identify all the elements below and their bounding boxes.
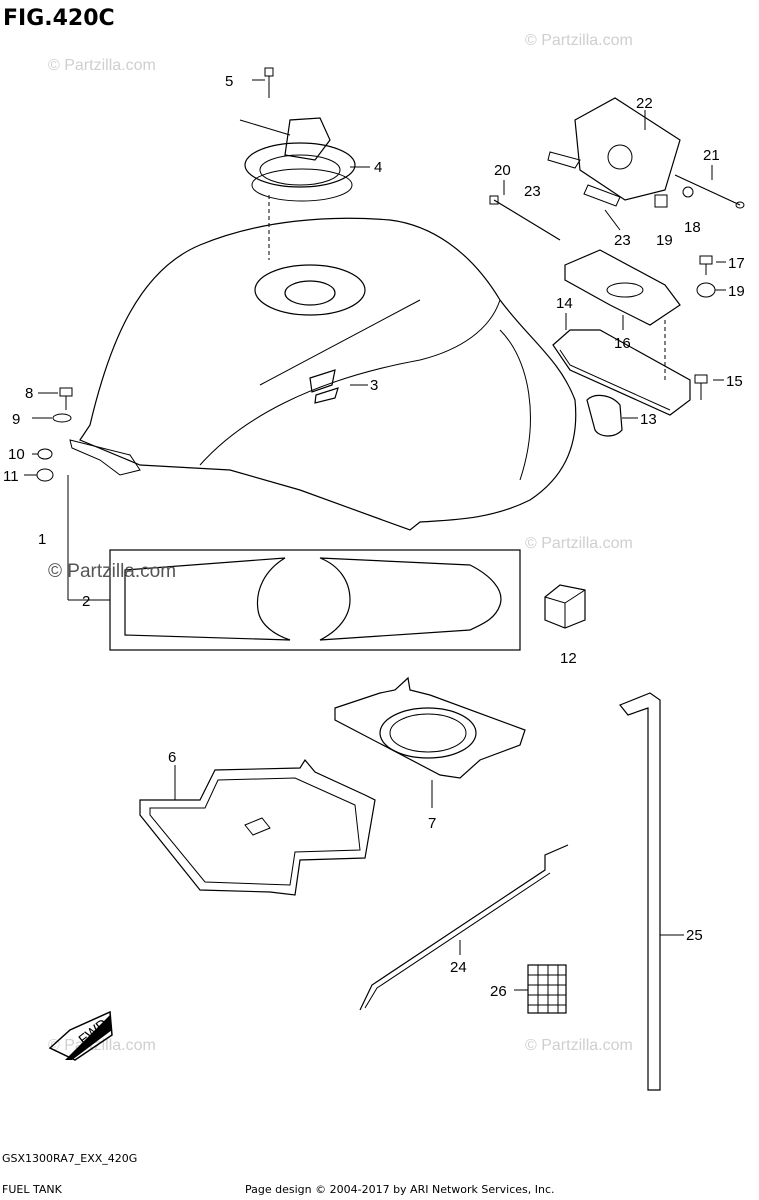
callout-9: 9 — [12, 411, 20, 428]
callout-19a: 19 — [656, 232, 673, 249]
callout-13: 13 — [640, 411, 657, 428]
part-17-23-mount — [489, 97, 745, 298]
callout-labels: 1 2 3 4 5 6 7 8 9 10 11 12 13 14 15 16 1… — [3, 73, 745, 1000]
callout-5: 5 — [225, 73, 233, 90]
parts-8-11-hardware — [24, 387, 73, 482]
watermark-layer: © Partzilla.com © Partzilla.com © Partzi… — [48, 32, 633, 1054]
callout-19b: 19 — [728, 283, 745, 300]
part-12-rubber — [544, 584, 586, 629]
callout-25: 25 — [686, 927, 703, 944]
callout-16: 16 — [614, 335, 631, 352]
part-5-bolt — [252, 67, 274, 98]
watermark: © Partzilla.com — [525, 535, 633, 552]
callout-8: 8 — [25, 385, 33, 402]
callout-22: 22 — [636, 95, 653, 112]
callout-3: 3 — [370, 377, 378, 394]
callout-12: 12 — [560, 650, 577, 667]
callout-15: 15 — [726, 373, 743, 390]
copyright-notice: Page design © 2004-2017 by ARI Network S… — [245, 1183, 555, 1196]
callout-20: 20 — [494, 162, 511, 179]
part-25-hose — [619, 692, 684, 1091]
callout-23a: 23 — [524, 183, 541, 200]
callout-6: 6 — [168, 749, 176, 766]
watermark: © Partzilla.com — [48, 1037, 156, 1054]
callout-7: 7 — [428, 815, 436, 832]
callout-1: 1 — [38, 531, 46, 548]
callout-24: 24 — [450, 959, 467, 976]
callout-4: 4 — [374, 159, 382, 176]
part-4-fuel-cap — [239, 117, 370, 260]
callout-10: 10 — [8, 446, 25, 463]
part-24-rod — [359, 844, 569, 1011]
figure-title: FIG.420C — [3, 6, 115, 31]
callout-17: 17 — [728, 255, 745, 272]
callout-26: 26 — [490, 983, 507, 1000]
callout-18: 18 — [684, 219, 701, 236]
part-6-mat — [139, 758, 376, 896]
part-13-cushion — [586, 394, 638, 437]
figure-name: FUEL TANK — [2, 1183, 63, 1196]
callout-21: 21 — [703, 147, 720, 164]
watermark: © Partzilla.com — [525, 1037, 633, 1054]
watermark-overlay: © Partzilla.com — [48, 561, 176, 582]
watermark: © Partzilla.com — [48, 57, 156, 74]
figure-code: GSX1300RA7_EXX_420G — [2, 1152, 137, 1165]
callout-14: 14 — [556, 295, 573, 312]
part-14-16-bracket — [552, 249, 724, 416]
watermark: © Partzilla.com — [525, 32, 633, 49]
callout-11: 11 — [3, 468, 19, 485]
part-7-pad — [334, 676, 526, 808]
callout-2: 2 — [82, 593, 90, 610]
callout-23b: 23 — [614, 232, 631, 249]
part-3-fuel-tank — [69, 217, 577, 531]
part-2-emblem-panel — [67, 475, 521, 651]
part-26-mesh — [514, 964, 567, 1014]
